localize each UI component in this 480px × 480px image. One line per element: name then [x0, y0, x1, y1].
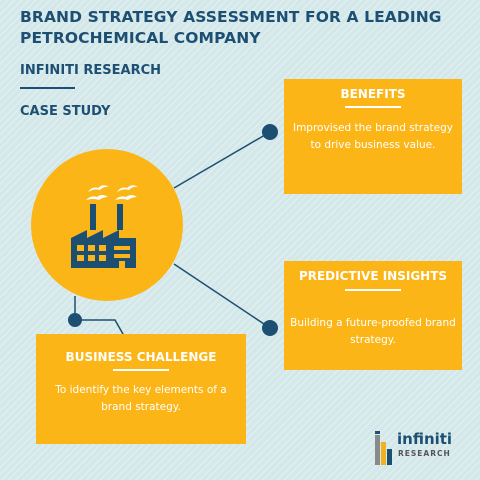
- header-divider: [20, 87, 75, 89]
- badge-circle: [31, 149, 183, 301]
- insights-title: PREDICTIVE INSIGHTS: [298, 269, 448, 283]
- benefits-card: BENEFITS Improvised the brand strategy t…: [284, 79, 462, 194]
- challenge-title: BUSINESS CHALLENGE: [65, 350, 217, 364]
- page-title: BRAND STRATEGY ASSESSMENT FOR A LEADING …: [20, 8, 442, 47]
- insights-card: PREDICTIVE INSIGHTS Building a future-pr…: [284, 261, 462, 370]
- node-insights: [262, 320, 278, 336]
- connector-challenge: [74, 296, 124, 335]
- logo-tagline: RESEARCH: [398, 449, 451, 458]
- document-type: CASE STUDY: [20, 104, 111, 119]
- challenge-divider: [113, 369, 169, 371]
- company-name: INFINITI RESEARCH: [20, 63, 162, 78]
- challenge-text: To identify the key elements of a brand …: [55, 384, 227, 413]
- benefits-text: Improvised the brand strategy to drive b…: [292, 122, 453, 151]
- connector-benefits: [173, 131, 271, 189]
- challenge-card: BUSINESS CHALLENGE To identify the key e…: [36, 334, 246, 444]
- logo-name: infiniti: [397, 430, 453, 448]
- node-benefits: [262, 124, 278, 140]
- factory-badge: [31, 149, 183, 301]
- insights-text: Building a future-proofed brand strategy…: [290, 317, 456, 346]
- factory-icon: [71, 185, 138, 268]
- node-challenge: [68, 313, 82, 327]
- benefits-title: BENEFITS: [340, 87, 406, 101]
- benefits-divider: [345, 106, 401, 108]
- connector-insights: [173, 263, 271, 329]
- insights-divider: [345, 289, 401, 291]
